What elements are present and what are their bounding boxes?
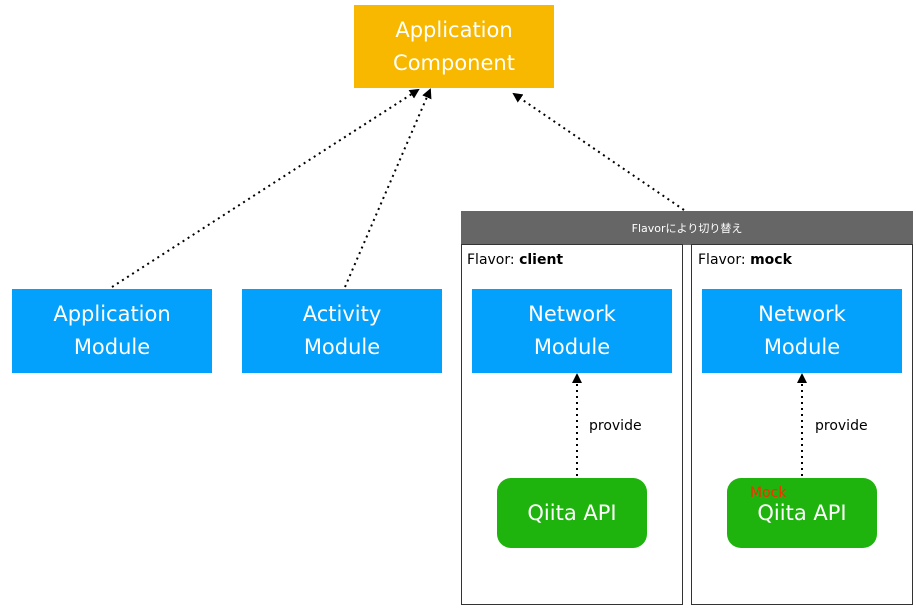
application-component-line1: Application xyxy=(395,17,513,42)
application-component-node: Application Component xyxy=(354,5,554,88)
provide-client-label: provide xyxy=(589,418,642,434)
application-module-line1: Application xyxy=(53,302,171,326)
flavor-client-name: client xyxy=(519,252,564,268)
mock-tag: Mock xyxy=(750,485,787,501)
flavor-mock-name: mock xyxy=(750,252,792,268)
flavor-switch-header-text: Flavorにより切り替え xyxy=(631,222,743,235)
arrow-activity-module-to-component xyxy=(344,88,432,288)
network-module-client-line2: Module xyxy=(533,335,611,359)
network-module-mock-line1: Network xyxy=(758,302,846,326)
activity-module-line1: Activity xyxy=(302,302,382,326)
flavor-client-panel xyxy=(461,244,683,605)
flavor-mock-prefix: Flavor: xyxy=(698,252,751,268)
activity-module-line2: Module xyxy=(303,335,381,359)
application-component-line2: Component xyxy=(393,50,515,75)
application-module-node: Application Module xyxy=(12,289,212,373)
arrow-app-module-to-component xyxy=(111,88,420,288)
application-module-line2: Module xyxy=(73,335,151,359)
qiita-api-mock-label: Qiita API xyxy=(757,500,847,525)
arrow-flavor-to-component xyxy=(512,92,685,211)
network-module-client-node: Network Module xyxy=(472,289,672,373)
network-module-mock-line2: Module xyxy=(763,335,841,359)
flavor-switch-header: Flavorにより切り替え xyxy=(461,211,913,245)
provide-mock-label: provide xyxy=(815,418,868,434)
qiita-api-client-node: Qiita API xyxy=(497,478,647,548)
flavor-mock-label: Flavor: mock xyxy=(698,252,792,268)
qiita-api-mock-node: Qiita API xyxy=(727,478,877,548)
network-module-client-line1: Network xyxy=(528,302,616,326)
qiita-api-client-label: Qiita API xyxy=(527,500,617,525)
flavor-client-label: Flavor: client xyxy=(467,252,563,268)
flavor-mock-panel xyxy=(691,244,913,605)
flavor-client-prefix: Flavor: xyxy=(467,252,520,268)
network-module-mock-node: Network Module xyxy=(702,289,902,373)
activity-module-node: Activity Module xyxy=(242,289,442,373)
